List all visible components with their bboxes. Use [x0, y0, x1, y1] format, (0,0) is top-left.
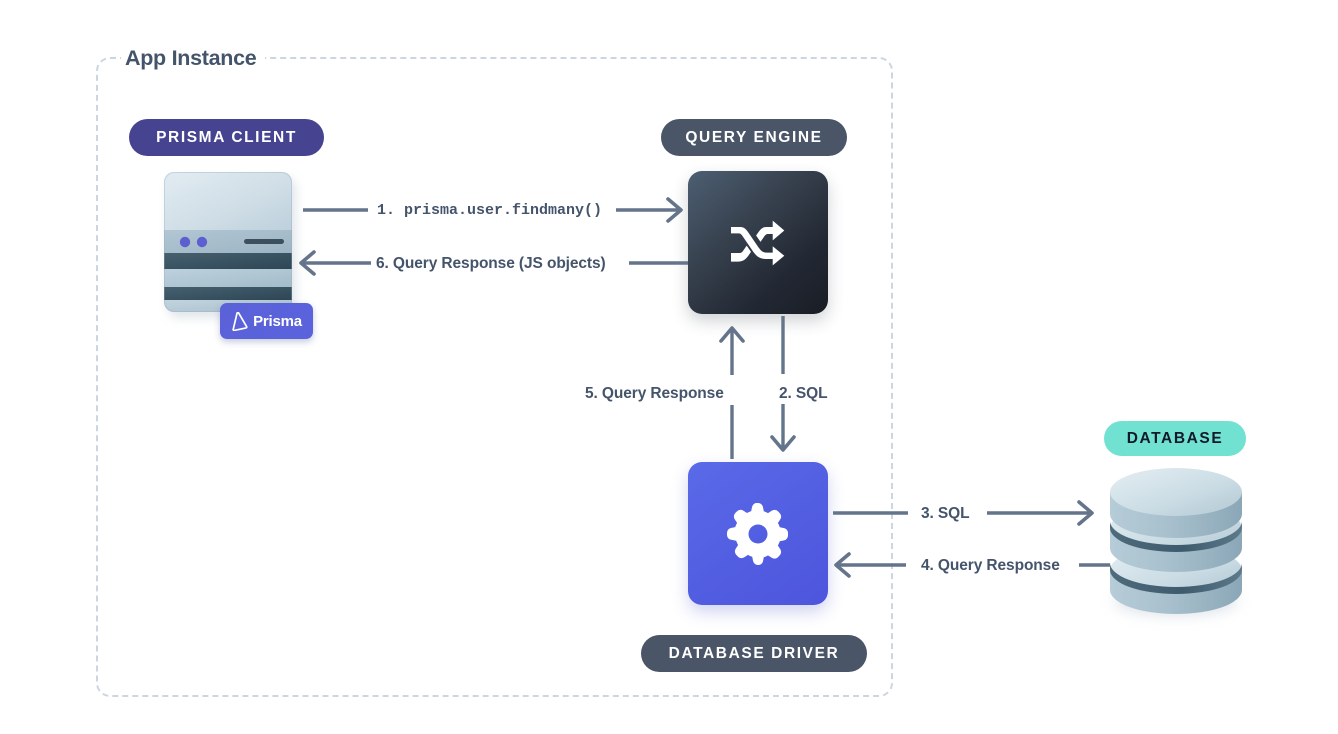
- server-stack-icon: [164, 172, 296, 318]
- query-engine-node: [688, 171, 828, 314]
- query-engine-badge: QUERY ENGINE: [661, 119, 847, 156]
- app-instance-boundary: [96, 57, 893, 697]
- gear-icon: [727, 502, 789, 565]
- flow-label-3: 3. SQL: [921, 505, 970, 522]
- flow-label-1: 1. prisma.user.findmany(): [377, 202, 603, 219]
- database-cylinder-icon: [1106, 466, 1246, 622]
- flow-label-6: 6. Query Response (JS objects): [376, 255, 606, 272]
- database-driver-badge: DATABASE DRIVER: [641, 635, 867, 672]
- shuffle-icon: [731, 220, 785, 265]
- flow-label-2: 2. SQL: [779, 385, 828, 402]
- database-driver-node: [688, 462, 828, 605]
- prisma-client-badge: PRISMA CLIENT: [129, 119, 324, 156]
- flow-label-4: 4. Query Response: [921, 557, 1060, 574]
- flow-label-5: 5. Query Response: [585, 385, 724, 402]
- prisma-chip-label: Prisma: [253, 312, 302, 330]
- database-badge: DATABASE: [1104, 421, 1246, 456]
- app-instance-title: App Instance: [121, 44, 266, 72]
- prisma-logo-chip: Prisma: [220, 303, 313, 339]
- prisma-triangle-icon: [232, 311, 248, 331]
